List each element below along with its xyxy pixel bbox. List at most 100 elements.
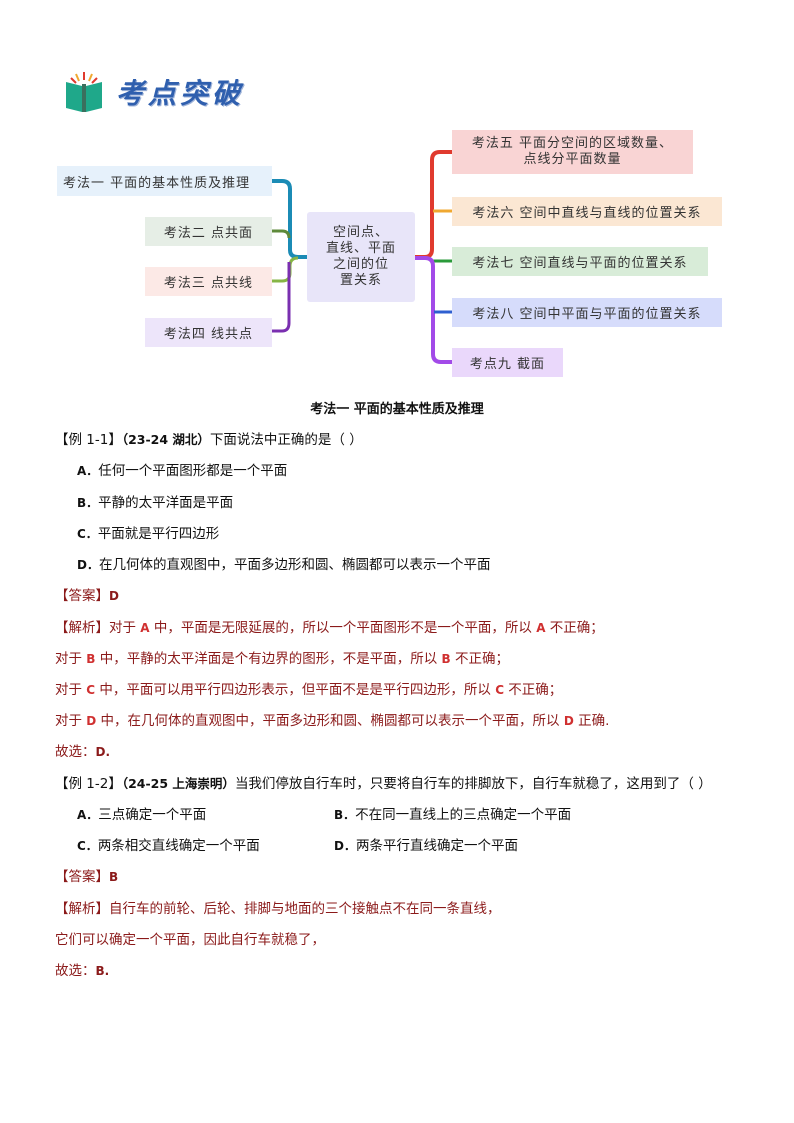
node-label: 考法八 空间中平面与平面的位置关系 — [472, 307, 702, 322]
example-1-1-question: 【例 1-1】（23-24 湖北）下面说法中正确的是（ ） — [55, 428, 363, 448]
section-heading: 考法一 平面的基本性质及推理 — [310, 402, 484, 417]
analysis-letter: B — [86, 652, 96, 666]
mindmap-node-method-1: 考法一 平面的基本性质及推理 — [57, 166, 272, 196]
node-label: 考点九 截面 — [469, 357, 546, 372]
question-text: 当我们停放自行车时，只要将自行车的排脚放下，自行车就稳了，这用到了（ ） — [234, 776, 712, 792]
conclusion-value: B. — [95, 964, 110, 978]
option-text: 不在同一直线上的三点确定一个平面 — [355, 807, 572, 823]
analysis-letter: C — [86, 683, 96, 697]
mindmap-node-method-8: 考法八 空间中平面与平面的位置关系 — [452, 298, 722, 327]
answer-value: D — [109, 589, 119, 603]
example-1-2-question: 【例 1-2】（24-25 上海崇明）当我们停放自行车时，只要将自行车的排脚放下… — [55, 772, 712, 792]
option-key: B． — [77, 496, 99, 510]
node-label: 考法四 线共点 — [163, 327, 254, 342]
question-text: 下面说法中正确的是（ ） — [209, 432, 363, 448]
example-1-1-option-b: B．平静的太平洋面是平面 — [77, 491, 233, 511]
example-1-2-option-c: C．两条相交直线确定一个平面 — [77, 834, 260, 854]
option-key: B． — [334, 808, 356, 822]
mindmap-node-method-7: 考法七 空间直线与平面的位置关系 — [452, 247, 708, 276]
conclusion-value: D. — [95, 745, 111, 759]
example-1-2-conclusion: 故选：B. — [55, 959, 109, 979]
center-line: 置关系 — [339, 273, 382, 288]
option-key: D． — [334, 839, 356, 853]
mindmap-connectors — [272, 150, 452, 364]
option-key: C． — [77, 527, 98, 541]
option-text: 平面就是平行四边形 — [97, 526, 220, 542]
example-1-1-conclusion: 故选：D. — [55, 740, 110, 760]
mindmap-center-node: 空间点、 直线、平面 之间的位 置关系 — [307, 212, 415, 302]
example-tag: 【例 1-1】 — [55, 432, 122, 448]
node-label: 考法一 平面的基本性质及推理 — [63, 175, 251, 191]
example-1-2-option-a: A．三点确定一个平面 — [77, 803, 206, 823]
analysis-text: 不正确； — [504, 682, 563, 698]
option-text: 两条相交直线确定一个平面 — [97, 838, 260, 854]
mindmap-node-method-5: 考法五 平面分空间的区域数量、 点线分平面数量 — [452, 130, 693, 174]
node-label: 考法三 点共线 — [163, 276, 254, 291]
center-line: 空间点、 — [332, 225, 389, 240]
analysis-tag: 【解析】 — [55, 901, 109, 917]
option-text: 两条平行直线确定一个平面 — [355, 838, 518, 854]
answer-tag: 【答案】 — [55, 869, 109, 885]
answer-tag: 【答案】 — [55, 588, 109, 604]
mindmap-node-method-4: 考法四 线共点 — [145, 318, 272, 347]
analysis-text: 中，平面可以用平行四边形表示，但平面不是是平行四边形，所以 — [95, 682, 496, 698]
analysis-text: 对于 — [109, 620, 141, 636]
option-key: D． — [77, 558, 99, 572]
analysis-text: 中，在几何体的直观图中，平面多边形和圆、椭圆都可以表示一个平面，所以 — [96, 713, 564, 729]
analysis-text: 对于 — [55, 682, 87, 698]
mindmap-node-method-3: 考法三 点共线 — [145, 267, 272, 296]
node-label: 点线分平面数量 — [523, 152, 622, 167]
analysis-text: 不正确； — [545, 620, 604, 636]
node-label: 考法二 点共面 — [163, 226, 254, 241]
analysis-text: 中，平静的太平洋面是个有边界的图形，不是平面，所以 — [95, 651, 442, 667]
example-1-1-answer: 【答案】D — [55, 584, 119, 604]
center-line: 之间的位 — [332, 257, 389, 272]
analysis-letter: D — [86, 714, 97, 728]
example-1-2-analysis-line-2: 它们可以确定一个平面，因此自行车就稳了， — [55, 928, 325, 948]
option-key: A． — [77, 808, 99, 822]
example-1-1-analysis-line-2: 对于 B 中，平静的太平洋面是个有边界的图形，不是平面，所以 B 不正确； — [55, 647, 509, 667]
option-key: C． — [77, 839, 98, 853]
example-1-1-option-c: C．平面就是平行四边形 — [77, 522, 219, 542]
example-1-2-answer: 【答案】B — [55, 865, 118, 885]
option-key: A． — [77, 464, 99, 478]
mindmap-node-method-2: 考法二 点共面 — [145, 217, 272, 246]
analysis-tag: 【解析】 — [55, 620, 109, 636]
node-label: 考法六 空间中直线与直线的位置关系 — [472, 206, 702, 221]
example-source: （23-24 湖北） — [121, 432, 210, 447]
mindmap-node-point-9: 考点九 截面 — [452, 348, 563, 377]
open-book-icon — [64, 72, 104, 112]
center-line: 直线、平面 — [325, 241, 396, 256]
node-label: 考法五 平面分空间的区域数量、 — [471, 136, 674, 151]
example-1-1-option-a: A．任何一个平面图形都是一个平面 — [77, 459, 287, 479]
analysis-letter: D — [563, 714, 574, 728]
analysis-letter: B — [441, 652, 451, 666]
option-text: 任何一个平面图形都是一个平面 — [98, 463, 288, 479]
page-title: 考点突破 — [116, 77, 245, 110]
analysis-text: 正确. — [573, 713, 610, 729]
analysis-letter: C — [495, 683, 505, 697]
analysis-letter: A — [140, 621, 150, 635]
example-source: （24-25 上海崇明） — [121, 776, 235, 791]
analysis-letter: A — [536, 621, 546, 635]
conclusion-label: 故选： — [55, 744, 96, 760]
example-1-1-analysis-line-3: 对于 C 中，平面可以用平行四边形表示，但平面不是是平行四边形，所以 C 不正确… — [55, 678, 562, 698]
conclusion-label: 故选： — [55, 963, 96, 979]
analysis-text: 对于 — [55, 651, 87, 667]
example-1-2-analysis-line-1: 【解析】自行车的前轮、后轮、排脚与地面的三个接触点不在同一条直线， — [55, 897, 501, 917]
example-1-1-analysis-line-4: 对于 D 中，在几何体的直观图中，平面多边形和圆、椭圆都可以表示一个平面，所以 … — [55, 709, 609, 729]
example-1-2-option-d: D．两条平行直线确定一个平面 — [334, 834, 518, 854]
analysis-text: 它们可以确定一个平面，因此自行车就稳了， — [55, 932, 325, 948]
option-text: 在几何体的直观图中，平面多边形和圆、椭圆都可以表示一个平面 — [98, 557, 491, 573]
analysis-text: 中，平面是无限延展的，所以一个平面图形不是一个平面，所以 — [149, 620, 537, 636]
example-1-1-option-d: D．在几何体的直观图中，平面多边形和圆、椭圆都可以表示一个平面 — [77, 553, 490, 573]
option-text: 三点确定一个平面 — [98, 807, 207, 823]
analysis-text: 对于 — [55, 713, 87, 729]
answer-value: B — [109, 870, 119, 884]
analysis-text: 自行车的前轮、后轮、排脚与地面的三个接触点不在同一条直线， — [109, 901, 501, 917]
example-tag: 【例 1-2】 — [55, 776, 122, 792]
example-1-1-analysis-line-1: 【解析】对于 A 中，平面是无限延展的，所以一个平面图形不是一个平面，所以 A … — [55, 616, 604, 636]
analysis-text: 不正确； — [450, 651, 509, 667]
option-text: 平静的太平洋面是平面 — [98, 495, 234, 511]
node-label: 考法七 空间直线与平面的位置关系 — [472, 256, 688, 271]
